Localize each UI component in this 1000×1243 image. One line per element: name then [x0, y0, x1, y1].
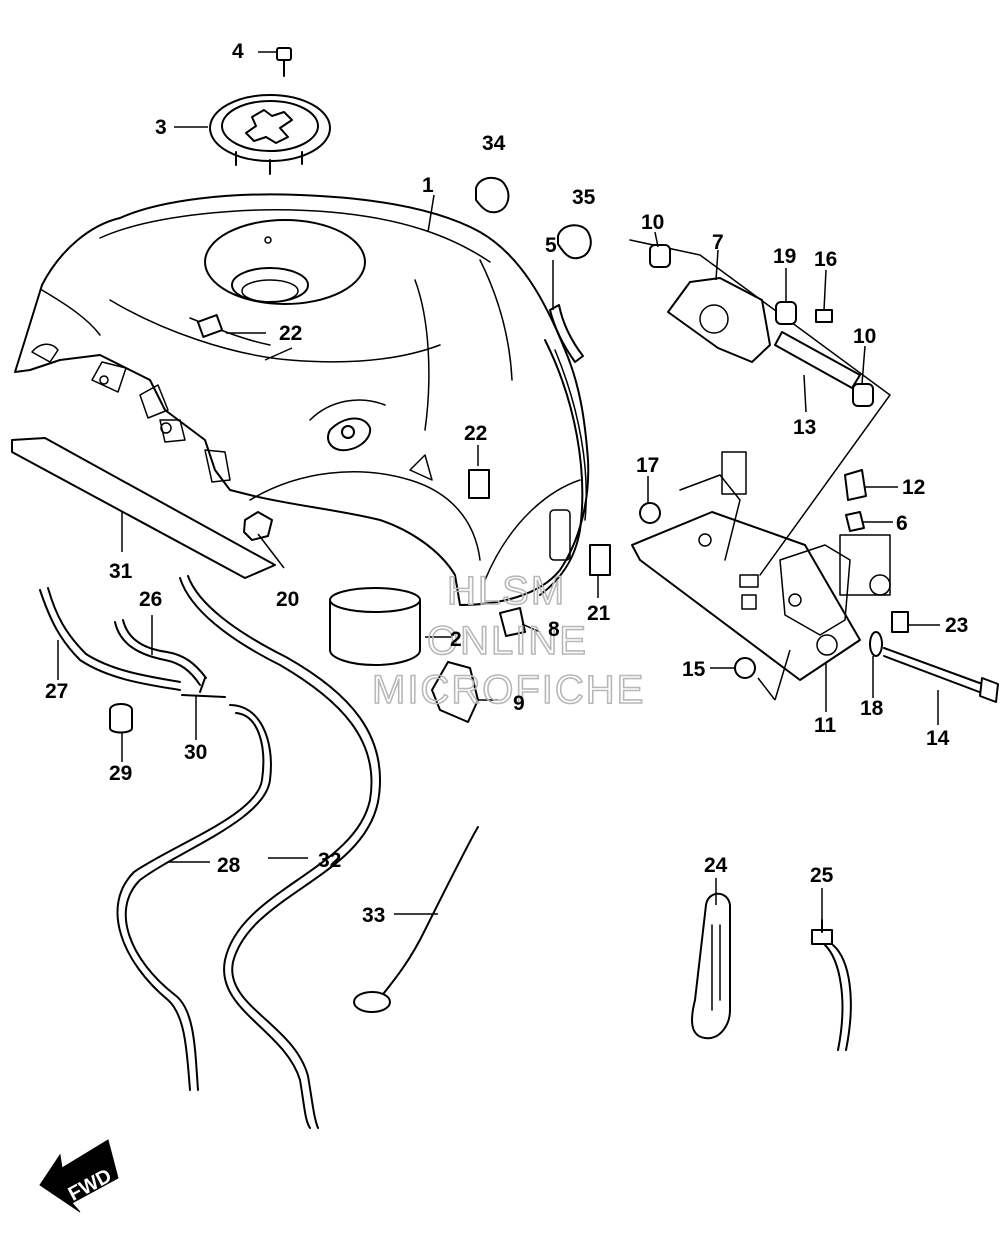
callout-10b: 10	[853, 325, 876, 348]
callout-8: 8	[548, 618, 560, 641]
part-washer-18	[869, 631, 883, 657]
callout-25: 25	[810, 864, 834, 887]
callout-27: 27	[45, 680, 68, 703]
part-grommet-10a	[649, 244, 671, 268]
part-collar	[329, 587, 421, 666]
callout-19: 19	[773, 245, 796, 268]
watermark-line1: HLSM	[447, 569, 566, 613]
callout-16: 16	[814, 248, 837, 271]
part-washer-17	[639, 502, 661, 524]
part-plate-7	[667, 277, 771, 363]
callout-22b: 22	[464, 422, 487, 445]
callout-leaders	[57, 51, 940, 920]
part-joint-30	[181, 677, 226, 698]
part-label-upper	[196, 314, 224, 338]
part-nut-6	[845, 511, 865, 532]
callout-34: 34	[482, 132, 506, 155]
part-tie-25	[811, 919, 852, 1051]
callout-29: 29	[109, 762, 132, 785]
callout-2: 2	[450, 628, 462, 651]
callout-11: 11	[814, 714, 837, 737]
part-cap-29	[109, 703, 133, 734]
part-drain-tube	[353, 826, 479, 1013]
part-fuel-tank	[14, 193, 590, 606]
callout-12: 12	[902, 476, 925, 499]
callout-13: 13	[793, 416, 816, 439]
part-bolt-16	[815, 309, 833, 323]
callout-17: 17	[636, 454, 659, 477]
part-strip	[549, 304, 584, 363]
callout-18: 18	[860, 697, 884, 720]
part-cap-34	[475, 176, 510, 214]
callout-32: 32	[318, 849, 341, 872]
fwd-arrow-icon: FWD	[39, 1139, 119, 1213]
callout-21: 21	[587, 602, 611, 625]
callout-23: 23	[945, 614, 968, 637]
part-clamp-24	[691, 892, 731, 1040]
callout-31: 31	[109, 560, 133, 583]
watermark: HLSM ONLINE MICROFICHE	[371, 568, 645, 713]
callout-28: 28	[217, 854, 241, 877]
part-cap-35	[557, 224, 592, 260]
callout-22a: 22	[279, 322, 302, 345]
callout-33: 33	[362, 904, 385, 927]
part-grommet-10b	[852, 383, 874, 407]
callout-30: 30	[184, 741, 207, 764]
watermark-line2: ONLINE	[427, 619, 588, 663]
part-hose-32	[179, 575, 382, 1129]
part-screw	[276, 47, 292, 77]
part-cushion	[243, 511, 273, 541]
callout-5: 5	[545, 234, 557, 257]
part-protective-sheet	[11, 437, 276, 579]
part-label-lower	[468, 469, 490, 499]
part-clip-12	[844, 469, 867, 501]
part-collar-19	[775, 301, 797, 325]
watermark-line3: MICROFICHE	[372, 668, 645, 712]
callout-1: 1	[422, 174, 434, 197]
part-label-21	[589, 544, 611, 576]
callout-14: 14	[926, 727, 950, 750]
callout-26: 26	[139, 588, 162, 611]
part-bolt-14	[883, 647, 999, 703]
callout-6: 6	[896, 512, 908, 535]
part-hose-26	[114, 619, 207, 686]
part-bolt-15	[734, 657, 756, 679]
callout-7: 7	[712, 231, 724, 254]
part-hose-28	[116, 704, 272, 1091]
part-clip-8	[499, 607, 526, 637]
part-fuel-cap	[209, 94, 331, 175]
part-hose-27	[39, 587, 181, 691]
callout-10a: 10	[641, 211, 664, 234]
callout-3: 3	[155, 116, 167, 139]
callout-4: 4	[232, 40, 244, 63]
callout-numbers: 1 2 3 4 5 6 7 8 9 10 10 11 12 13 14 15 1…	[45, 40, 968, 927]
callout-15: 15	[682, 658, 706, 681]
part-nut-23	[891, 611, 909, 633]
callout-9: 9	[513, 692, 525, 715]
callout-35: 35	[572, 186, 596, 209]
callout-20: 20	[276, 588, 299, 611]
part-collar-13	[774, 331, 861, 389]
callout-24: 24	[704, 854, 728, 877]
part-bracket-assembly	[631, 451, 891, 681]
